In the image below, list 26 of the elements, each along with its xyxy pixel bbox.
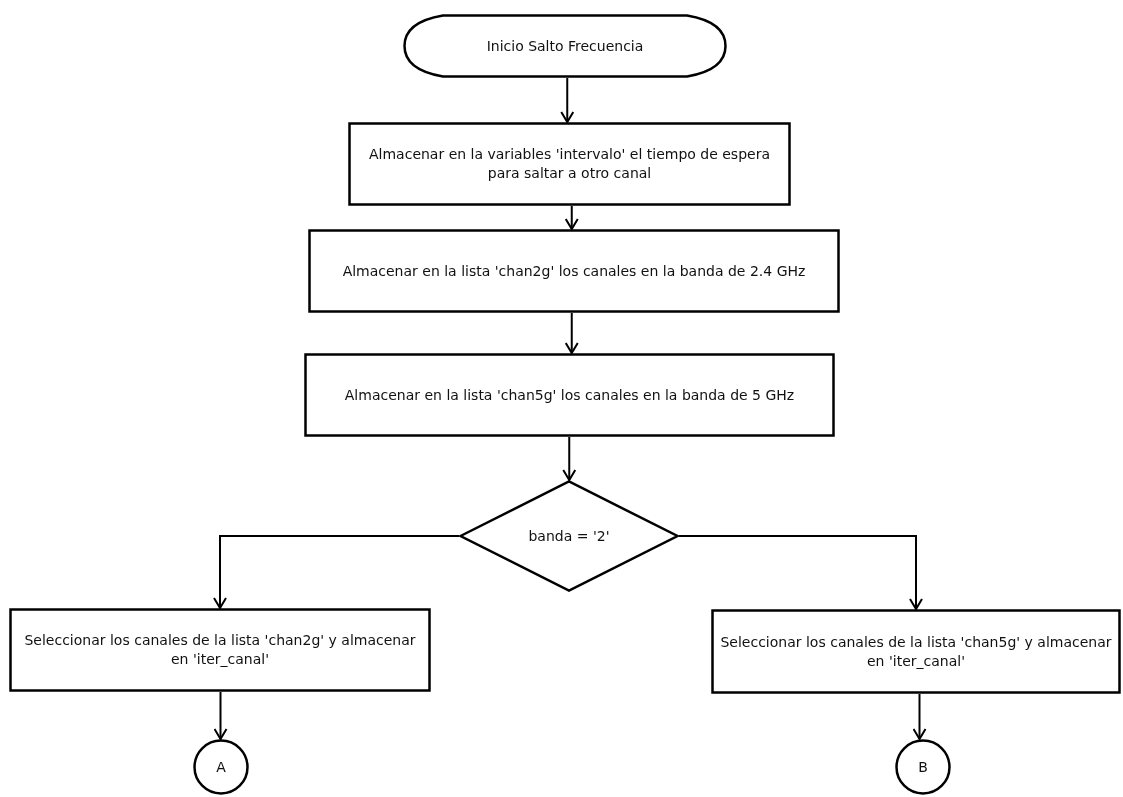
process-box (304, 353, 835, 437)
connector-circle (193, 739, 249, 795)
process-box (711, 609, 1121, 694)
process-box (308, 229, 840, 313)
arrow (912, 693, 927, 740)
process-box (348, 122, 791, 206)
arrow (562, 436, 577, 481)
node-text: banda = '2' (528, 526, 610, 546)
node-text: Inicio Salto Frecuencia (486, 36, 644, 56)
decision-diamond (459, 480, 679, 592)
connector-circle (895, 739, 951, 795)
node-text: Seleccionar los canales de la lista 'chan2g' y almacenar en 'iter_canal' (23, 631, 417, 669)
arrow (560, 77, 575, 123)
arrow (564, 312, 579, 354)
arrow (564, 205, 579, 230)
terminator-shape (403, 14, 727, 78)
arrow (678, 535, 923, 610)
node-text: Almacenar en la lista 'chan2g' los canales en la banda de 2.4 GHz (342, 261, 806, 281)
arrow (213, 535, 460, 609)
node-text: Seleccionar los canales de la lista 'chan5g' y almacenar en 'iter_canal' (719, 632, 1113, 671)
node-text: Almacenar en la lista 'chan5g' los canales en la banda de 5 GHz (344, 385, 795, 405)
node-text: Almacenar en la variables 'intervalo' el tiempo de espera para saltar a otro canal (368, 145, 771, 183)
arrow (213, 691, 228, 740)
connector-label: A (216, 757, 226, 777)
process-box (9, 608, 431, 692)
connector-label: B (918, 757, 928, 777)
